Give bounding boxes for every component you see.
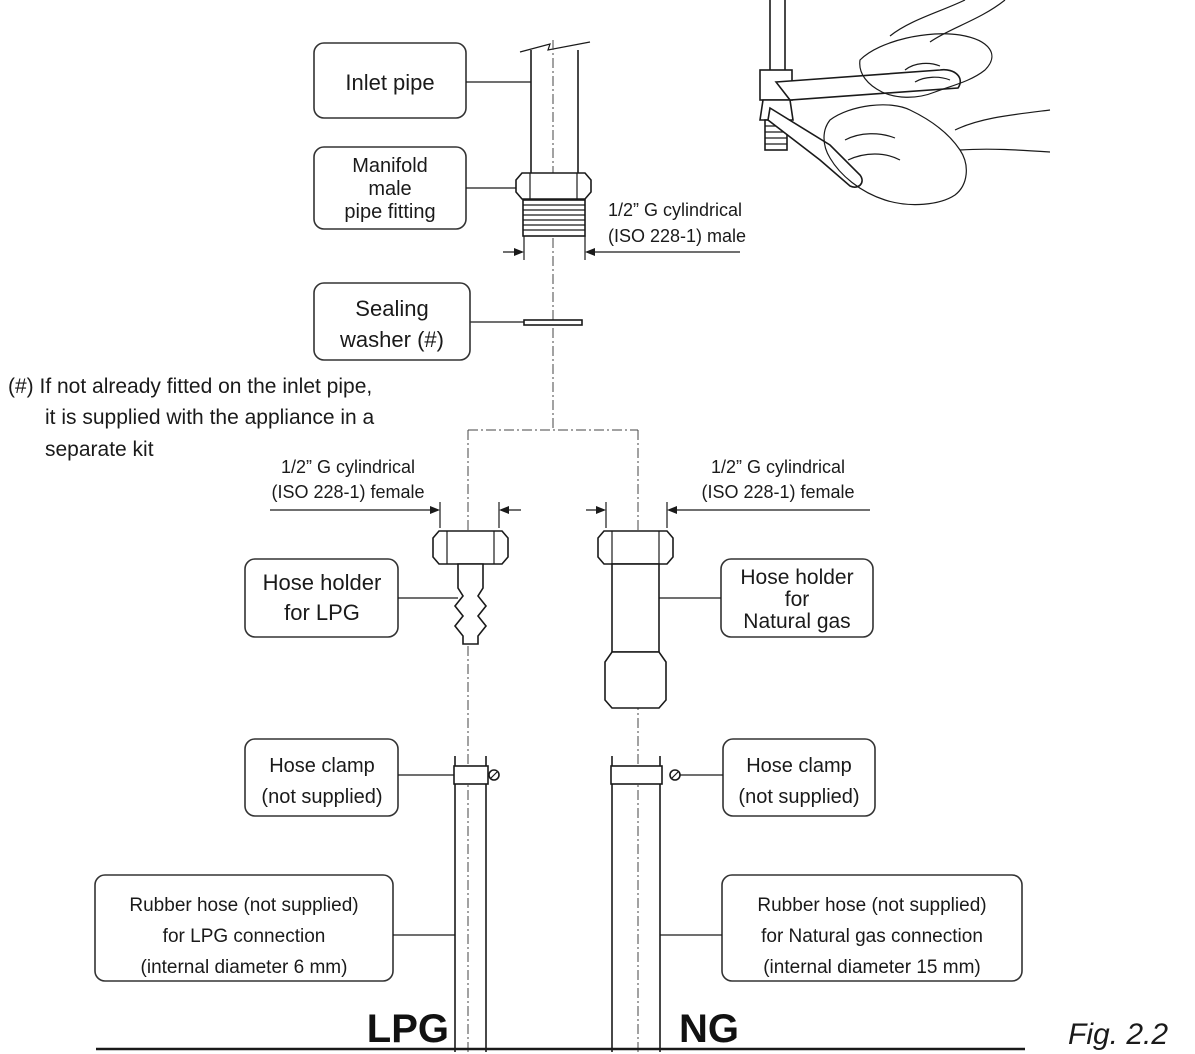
rubber-hose-ng-label-2: for Natural gas connection: [761, 926, 983, 947]
sealing-washer-callout: Sealing washer (#): [313, 282, 471, 361]
manifold-hex-nut: [515, 172, 592, 200]
hose-holder-lpg-callout: Hose holder for LPG: [244, 558, 458, 638]
male-thread-label-1: 1/2” G cylindrical: [608, 200, 742, 220]
hose-clamp-left-label-2: (not supplied): [261, 786, 382, 808]
lpg-hex-nut: [432, 530, 509, 565]
rubber-hose-lpg-callout: Rubber hose (not supplied) for LPG conne…: [94, 874, 455, 982]
lpg-hose-clamp: [453, 765, 500, 785]
rubber-hose-ng-label-1: Rubber hose (not supplied): [757, 895, 986, 916]
note-line-2: it is supplied with the appliance in a: [45, 406, 375, 429]
hose-clamp-left-callout: Hose clamp (not supplied): [244, 738, 454, 817]
hose-holder-ng-callout: Hose holder for Natural gas: [659, 558, 874, 638]
ng-hex-nut: [597, 530, 674, 565]
female-thread-right-label-2: (ISO 228-1) female: [701, 482, 854, 502]
manifold-label-3: pipe fitting: [344, 201, 435, 223]
sealing-washer-label-2: washer (#): [339, 327, 444, 352]
manifold-label-1: Manifold: [352, 155, 428, 177]
rubber-hose-ng-callout: Rubber hose (not supplied) for Natural g…: [660, 874, 1023, 982]
hose-clamp-right-label-1: Hose clamp: [746, 755, 852, 777]
lpg-hose-holder: [453, 563, 488, 645]
female-thread-left-label-2: (ISO 228-1) female: [271, 482, 424, 502]
hose-clamp-left-label-1: Hose clamp: [269, 755, 375, 777]
right-female-dimension: [586, 502, 870, 528]
note-line-1: (#) If not already fitted on the inlet p…: [8, 375, 372, 398]
male-dimension: [503, 236, 740, 260]
manifold-label-2: male: [368, 178, 411, 200]
hose-holder-ng-label-1: Hose holder: [740, 566, 853, 589]
ng-hose-holder: [604, 563, 667, 709]
hose-holder-ng-label-2: for: [785, 588, 810, 611]
hands-wrench-icon: [759, 0, 1051, 206]
figure-caption: Fig. 2.2: [1068, 1018, 1168, 1051]
sealing-washer: [523, 319, 583, 326]
lpg-rubber-hose: [454, 756, 487, 1052]
sealing-washer-label-1: Sealing: [355, 296, 428, 321]
inlet-pipe-callout: Inlet pipe: [313, 42, 531, 119]
male-thread: [522, 199, 586, 237]
female-thread-left-label-1: 1/2” G cylindrical: [281, 457, 415, 477]
rubber-hose-lpg-label-2: for LPG connection: [163, 926, 326, 947]
ng-hose-clamp: [610, 765, 681, 785]
rubber-hose-ng-label-3: (internal diameter 15 mm): [763, 957, 981, 978]
rubber-hose-lpg-label-1: Rubber hose (not supplied): [129, 895, 358, 916]
male-thread-label-2: (ISO 228-1) male: [608, 226, 746, 246]
lpg-label: LPG: [367, 1007, 449, 1051]
hose-clamp-right-callout: Hose clamp (not supplied): [680, 738, 876, 817]
note-line-3: separate kit: [45, 438, 154, 461]
hose-holder-ng-label-3: Natural gas: [743, 610, 850, 633]
hose-clamp-right-label-2: (not supplied): [738, 786, 859, 808]
manifold-callout: Manifold male pipe fitting: [313, 146, 516, 230]
female-thread-right-label-1: 1/2” G cylindrical: [711, 457, 845, 477]
hose-holder-lpg-label-2: for LPG: [284, 600, 360, 625]
ng-label: NG: [679, 1007, 739, 1051]
hose-holder-lpg-label-1: Hose holder: [263, 570, 382, 595]
ng-rubber-hose: [611, 756, 661, 1052]
inlet-pipe-label: Inlet pipe: [345, 70, 434, 95]
left-female-dimension: [270, 502, 521, 528]
rubber-hose-lpg-label-3: (internal diameter 6 mm): [141, 957, 348, 978]
